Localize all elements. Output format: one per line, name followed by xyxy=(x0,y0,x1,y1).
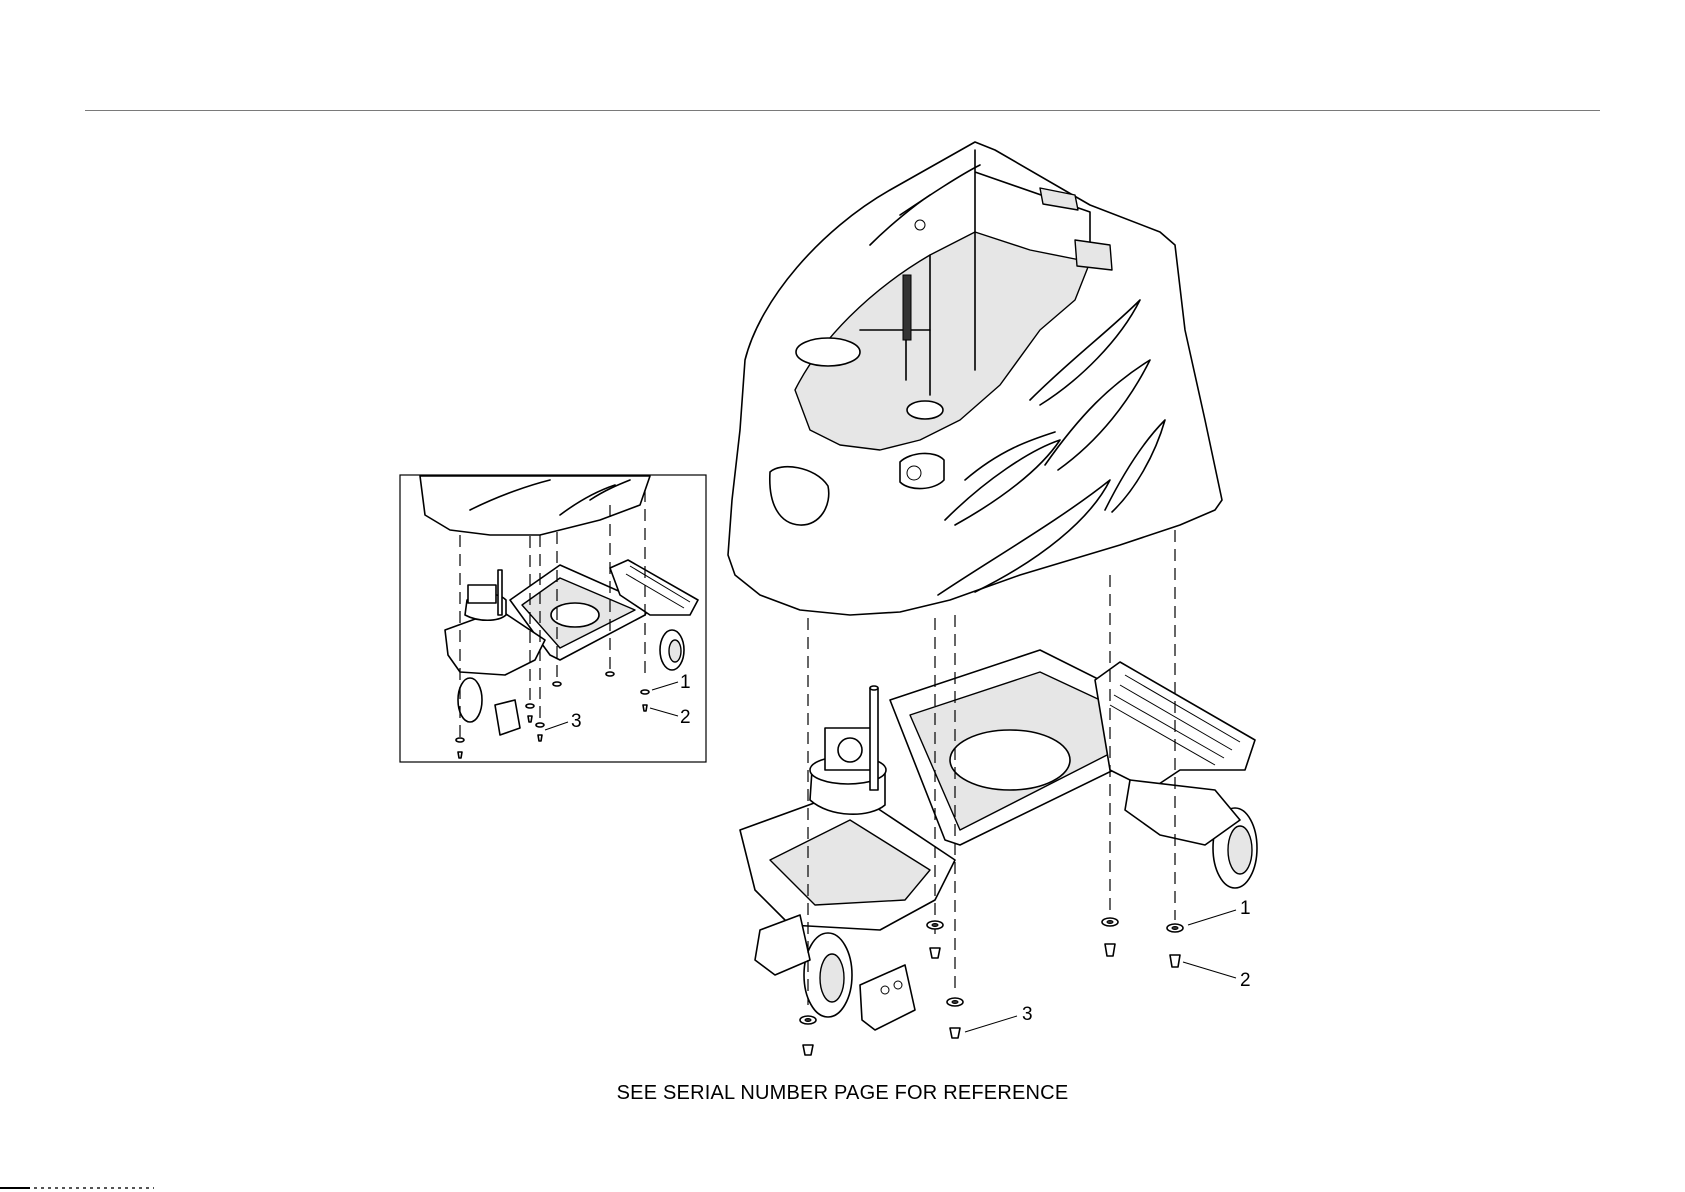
screw xyxy=(1105,944,1115,956)
screw xyxy=(950,1028,960,1038)
callout-main-2: 2 xyxy=(1240,970,1251,991)
screw xyxy=(1170,955,1180,967)
callout-main-1: 1 xyxy=(1240,898,1251,919)
chassis-frame xyxy=(740,650,1257,1030)
callout-inset-2: 2 xyxy=(680,707,691,728)
washer xyxy=(1167,924,1183,932)
callout-main-3: 3 xyxy=(1022,1004,1033,1025)
callout-inset-1: 1 xyxy=(680,672,691,693)
washer xyxy=(1102,918,1118,926)
washer xyxy=(947,998,963,1006)
fasteners-main xyxy=(800,918,1183,1055)
screw xyxy=(930,948,940,958)
washer xyxy=(800,1016,816,1024)
reference-caption: SEE SERIAL NUMBER PAGE FOR REFERENCE xyxy=(0,1082,1685,1105)
washer xyxy=(927,921,943,929)
footer-mark xyxy=(0,1186,160,1190)
body-shell xyxy=(728,142,1222,615)
screw xyxy=(803,1045,813,1055)
inset-detail-view: 1 2 3 xyxy=(400,475,706,762)
callout-inset-3: 3 xyxy=(571,711,582,732)
